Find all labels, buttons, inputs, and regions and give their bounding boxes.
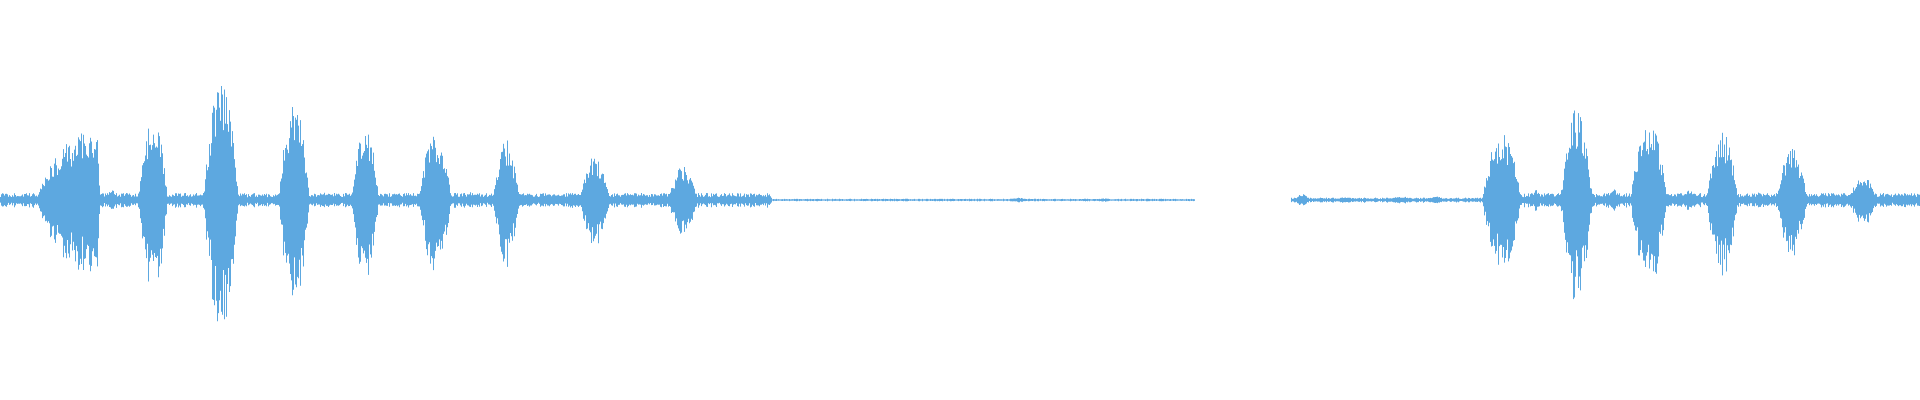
waveform-burst-14 bbox=[1776, 149, 1808, 256]
waveform-burst-15-path bbox=[1848, 180, 1877, 222]
waveform-burst-3 bbox=[203, 86, 240, 320]
waveform-noise-3-path bbox=[1291, 194, 1483, 206]
waveform-burst-7 bbox=[491, 140, 522, 260]
waveform-burst-7-path bbox=[491, 140, 522, 260]
waveform-burst-12-path bbox=[1630, 130, 1668, 274]
waveform-burst-6 bbox=[418, 136, 453, 263]
waveform-noise-1 bbox=[0, 86, 768, 322]
waveform-burst-11 bbox=[1559, 110, 1595, 298]
waveform-noise-2 bbox=[768, 194, 1195, 205]
waveform-noise-2-path bbox=[768, 194, 1195, 205]
waveform-noise-3 bbox=[1291, 194, 1483, 206]
waveform-burst-5 bbox=[351, 134, 380, 271]
waveform-burst-3-path bbox=[203, 86, 240, 320]
waveform-noise-1-path bbox=[0, 86, 768, 322]
waveform-burst-6-path bbox=[418, 136, 453, 263]
waveform-burst-2 bbox=[138, 128, 169, 272]
waveform-burst-10-path bbox=[1482, 135, 1522, 265]
waveform-burst-8-path bbox=[577, 158, 612, 243]
waveform-burst-9-path bbox=[666, 167, 700, 232]
waveform-burst-13 bbox=[1706, 132, 1739, 276]
waveform-burst-1 bbox=[36, 133, 101, 272]
waveform-burst-8 bbox=[577, 158, 612, 243]
waveform-burst-4 bbox=[278, 107, 311, 296]
waveform-burst-5-path bbox=[351, 134, 380, 271]
waveform-burst-15 bbox=[1848, 180, 1877, 222]
waveform-burst-11-path bbox=[1559, 110, 1595, 298]
waveform-burst-4-path bbox=[278, 107, 311, 296]
waveform-burst-10 bbox=[1482, 135, 1522, 265]
waveform-burst-1-path bbox=[36, 133, 101, 272]
waveform-burst-9 bbox=[666, 167, 700, 232]
waveform-burst-2-path bbox=[138, 128, 169, 272]
waveform-burst-13-path bbox=[1706, 132, 1739, 276]
waveform-burst-12 bbox=[1630, 130, 1668, 274]
waveform-burst-14-path bbox=[1776, 149, 1808, 256]
